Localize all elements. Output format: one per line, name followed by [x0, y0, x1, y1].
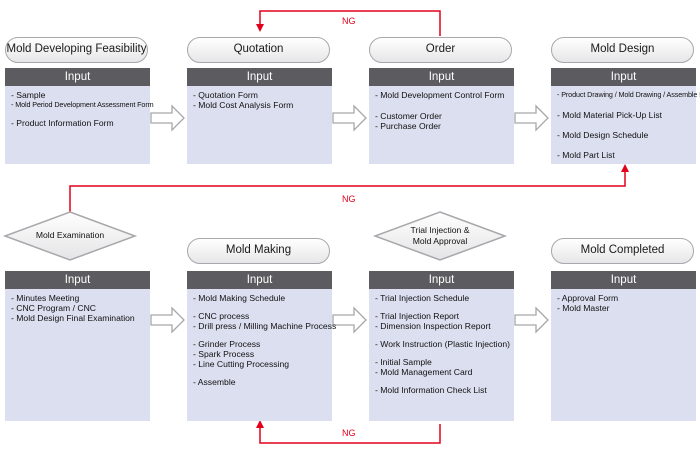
diamond-trial-injection: [372, 211, 508, 261]
list-item: - Product Information Form: [11, 118, 114, 128]
list-item: - Drill press / Milling Machine Process: [193, 321, 337, 331]
list-item: - Customer Order: [375, 111, 442, 121]
list-item: - Product Drawing / Mold Drawing / Assem…: [557, 90, 700, 99]
title-mold-completed: Mold Completed: [551, 238, 694, 264]
card-order: Input - Mold Development Control Form - …: [369, 68, 514, 164]
card-header: Input: [551, 271, 696, 289]
card-mold-developing-feasibility: Input - Sample - Mold Period Development…: [5, 68, 154, 164]
title-mold-developing-feasibility: Mold Developing Feasibility: [5, 37, 148, 63]
list-item: - Mold Cost Analysis Form: [193, 100, 294, 110]
list-item: - Sample: [11, 90, 46, 100]
list-item: - Grinder Process: [193, 339, 261, 349]
flow-arrow-3: [514, 104, 549, 132]
title-quotation: Quotation: [187, 37, 330, 63]
card-header: Input: [551, 68, 696, 86]
card-header: Input: [5, 271, 150, 289]
card-mold-making: Input - Mold Making Schedule - CNC proce…: [187, 271, 337, 421]
title-mold-examination: Mold Examination: [35, 230, 105, 240]
title-mold-making: Mold Making: [187, 238, 330, 264]
list-item: - Approval Form: [557, 293, 619, 303]
title-trial-injection-mold-approval: Trial Injection & Mold Approval: [380, 225, 500, 247]
list-item: - Mold Management Card: [375, 367, 473, 377]
list-item: - Assemble: [193, 377, 236, 387]
card-mold-examination: Input - Minutes Meeting - CNC Program / …: [5, 271, 150, 421]
list-item: - Mold Period Development Assessment For…: [11, 100, 154, 109]
ng-label-middle: NG: [342, 194, 356, 204]
title-order: Order: [369, 37, 512, 63]
list-item: - Work Instruction (Plastic Injection): [375, 339, 510, 349]
title-line: Mold Approval: [412, 236, 468, 246]
list-item: - Purchase Order: [375, 121, 441, 131]
card-mold-completed: Input - Approval Form - Mold Master: [551, 271, 696, 421]
list-item: - Mold Part List: [557, 150, 615, 160]
card-trial-injection: Input - Trial Injection Schedule - Trial…: [369, 271, 514, 421]
list-item: - CNC process: [193, 311, 250, 321]
ng-loop-bottom: [256, 420, 441, 444]
list-item: - Mold Information Check List: [375, 385, 487, 395]
list-item: - Dimension Inspection Report: [375, 321, 491, 331]
flow-arrow-1: [150, 104, 185, 132]
list-item: - Line Cutting Processing: [193, 359, 290, 369]
card-header: Input: [5, 68, 150, 86]
list-item: - Mold Material Pick-Up List: [557, 110, 663, 120]
list-item: - Mold Master: [557, 303, 610, 313]
list-item: - Trial Injection Report: [375, 311, 460, 321]
ng-loop-top: [256, 10, 441, 36]
card-header: Input: [187, 68, 332, 86]
title-line: Trial Injection &: [410, 225, 470, 235]
title-mold-design: Mold Design: [551, 37, 694, 63]
list-item: - Quotation Form: [193, 90, 258, 100]
diamond-mold-examination: [2, 211, 138, 261]
list-item: - Mold Design Final Examination: [11, 313, 135, 323]
list-item: - Spark Process: [193, 349, 255, 359]
list-item: - Minutes Meeting: [11, 293, 80, 303]
flow-arrow-4: [150, 306, 185, 334]
card-quotation: Input - Quotation Form - Mold Cost Analy…: [187, 68, 332, 164]
list-item: - Trial Injection Schedule: [375, 293, 470, 303]
card-mold-design: Input - Product Drawing / Mold Drawing /…: [551, 68, 700, 164]
ng-loop-middle: [69, 164, 629, 212]
card-header: Input: [187, 271, 332, 289]
flow-arrow-2: [332, 104, 367, 132]
list-item: - Mold Making Schedule: [193, 293, 286, 303]
list-item: - Mold Development Control Form: [375, 90, 505, 100]
ng-label-top: NG: [342, 16, 356, 26]
list-item: - CNC Program / CNC: [11, 303, 96, 313]
ng-label-bottom: NG: [342, 428, 356, 438]
card-header: Input: [369, 68, 514, 86]
list-item: - Mold Design Schedule: [557, 130, 649, 140]
flow-arrow-6: [514, 306, 549, 334]
list-item: - Initial Sample: [375, 357, 432, 367]
card-header: Input: [369, 271, 514, 289]
flow-arrow-5: [332, 306, 367, 334]
